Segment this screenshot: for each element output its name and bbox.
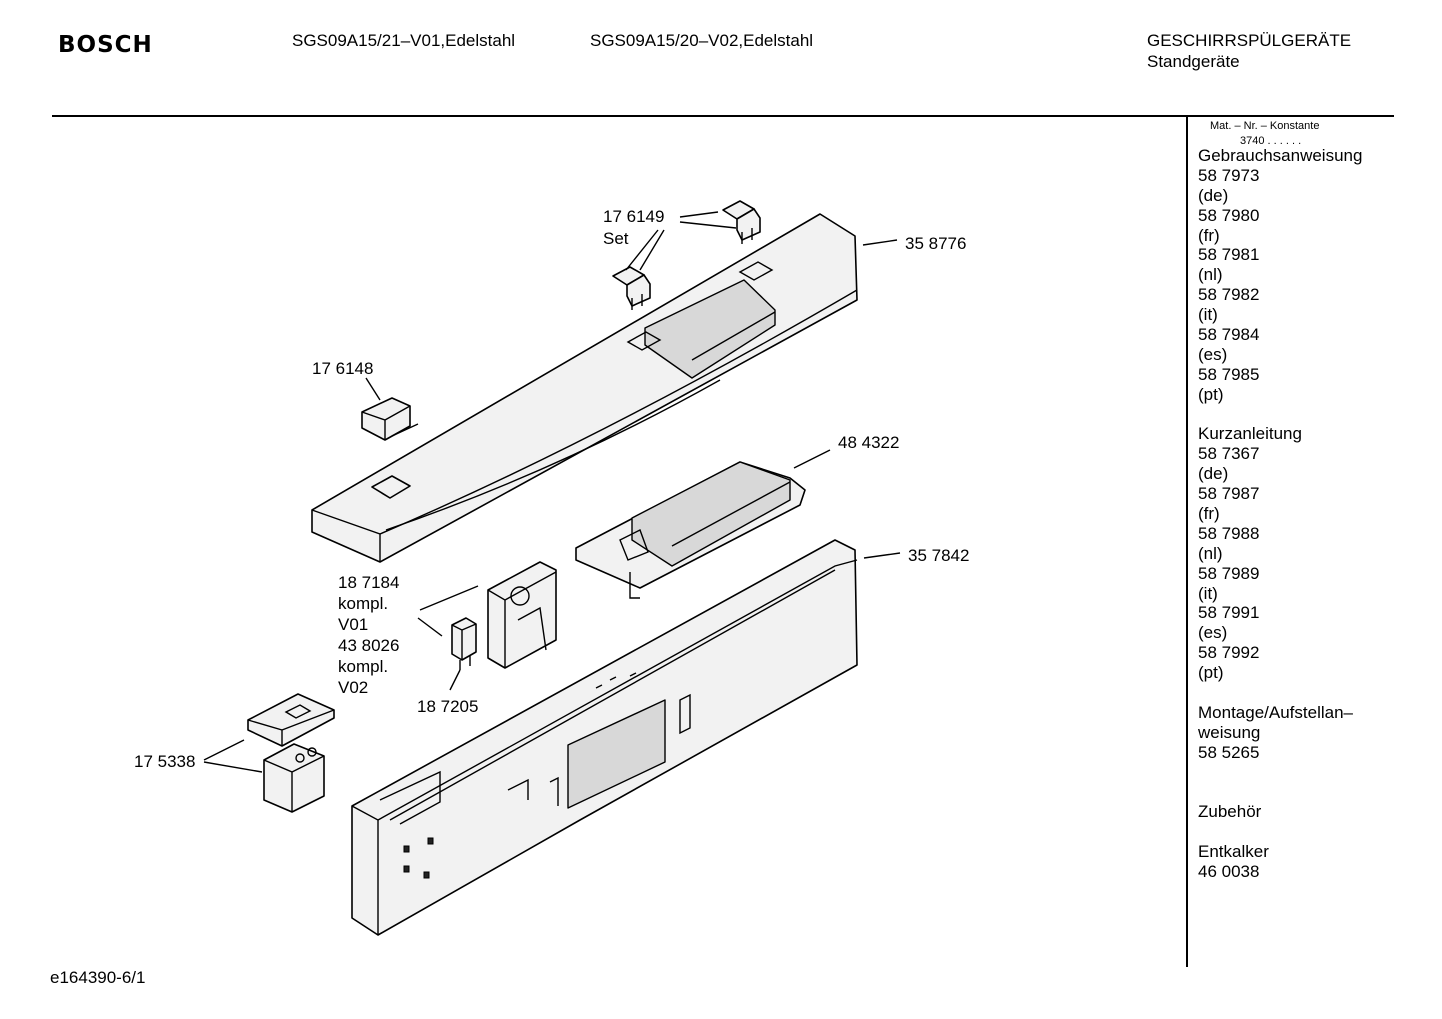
documentation-line: 58 5265 xyxy=(1198,742,1260,762)
electronic-housing xyxy=(351,539,858,936)
callout-438026-variant: V02 xyxy=(338,678,369,697)
callout-357842: 35 7842 xyxy=(908,546,970,565)
sidebar-divider xyxy=(1186,117,1188,967)
documentation-spacer xyxy=(1198,783,1362,803)
documentation-spacer xyxy=(1198,763,1362,783)
callout-187184-variant: V01 xyxy=(338,615,369,634)
documentation-line: 58 7981 xyxy=(1198,245,1260,265)
documentation-spacer xyxy=(1198,822,1362,842)
documentation-line: Kurzanleitung xyxy=(1198,424,1302,444)
documentation-line: (pt) xyxy=(1198,384,1224,404)
documentation-line: 46 0038 xyxy=(1198,862,1260,882)
documentation-line: (fr) xyxy=(1198,504,1220,524)
model-number-2: SGS09A15/20–V02,Edelstahl xyxy=(590,31,814,50)
button-caps-set xyxy=(612,200,761,310)
mat-nr-heading: Mat. – Nr. – Konstante xyxy=(1210,120,1320,132)
callout-176149: 17 6149 xyxy=(603,207,665,226)
documentation-line: 58 7982 xyxy=(1198,285,1260,305)
mat-nr-value: 3740 . . . . . . xyxy=(1240,135,1302,147)
documentation-line: (fr) xyxy=(1198,225,1220,245)
callout-438026-kompl: kompl. xyxy=(338,657,389,676)
documentation-line: 58 7985 xyxy=(1198,364,1260,384)
callout-leader-lines xyxy=(203,211,901,773)
documentation-line: (it) xyxy=(1198,305,1218,325)
relay-with-cover xyxy=(247,693,335,813)
subcategory-title: Standgeräte xyxy=(1147,52,1240,71)
documentation-line: (nl) xyxy=(1198,543,1223,563)
callout-176148: 17 6148 xyxy=(312,359,374,378)
documentation-line: 58 7984 xyxy=(1198,325,1260,345)
callout-187184-kompl: kompl. xyxy=(338,594,389,613)
documentation-line: Entkalker xyxy=(1198,842,1269,862)
category-title: GESCHIRRSPÜLGERÄTE xyxy=(1147,31,1352,50)
documentation-line: (de) xyxy=(1198,464,1229,484)
documentation-line: Gebrauchsanweisung xyxy=(1198,146,1363,165)
callout-176149-set: Set xyxy=(603,229,629,248)
documentation-line: 58 7980 xyxy=(1198,205,1260,225)
documentation-spacer xyxy=(1198,405,1362,425)
documentation-line: (it) xyxy=(1198,583,1218,603)
documentation-line: 58 7988 xyxy=(1198,523,1260,543)
documentation-line: (pt) xyxy=(1198,663,1224,683)
suppressor-capacitor xyxy=(451,617,477,670)
documentation-line: (es) xyxy=(1198,623,1228,643)
header-rule xyxy=(52,115,1394,117)
documentation-spacer xyxy=(1198,683,1362,703)
electronic-module xyxy=(575,461,806,599)
documentation-line: (es) xyxy=(1198,344,1228,364)
brand-logo: BOSCH xyxy=(58,32,153,58)
documentation-line: (nl) xyxy=(1198,265,1223,285)
callout-358776: 35 8776 xyxy=(905,234,967,253)
callout-484322: 48 4322 xyxy=(838,433,900,452)
drawing-id: e164390-6/1 xyxy=(50,968,146,987)
documentation-line: 58 7992 xyxy=(1198,643,1260,663)
documentation-line: 58 7973 xyxy=(1198,165,1260,185)
button-cap-single xyxy=(361,397,419,441)
documentation-line: weisung xyxy=(1198,722,1261,742)
documentation-line: 58 7987 xyxy=(1198,484,1260,504)
model-number-1: SGS09A15/21–V01,Edelstahl xyxy=(292,31,516,50)
documentation-line: (de) xyxy=(1198,185,1229,205)
documentation-line: 58 7989 xyxy=(1198,563,1260,583)
documentation-line: 58 7367 xyxy=(1198,444,1260,464)
callout-187205: 18 7205 xyxy=(417,697,479,716)
documentation-line: 58 7991 xyxy=(1198,603,1260,623)
documentation-line: Zubehör xyxy=(1198,802,1262,822)
callout-187184: 18 7184 xyxy=(338,573,400,592)
callout-438026: 43 8026 xyxy=(338,636,400,655)
documentation-line: Montage/Aufstellan– xyxy=(1198,702,1353,722)
control-panel-fascia xyxy=(311,213,858,563)
main-switch xyxy=(487,561,557,669)
callout-175338: 17 5338 xyxy=(134,752,196,771)
